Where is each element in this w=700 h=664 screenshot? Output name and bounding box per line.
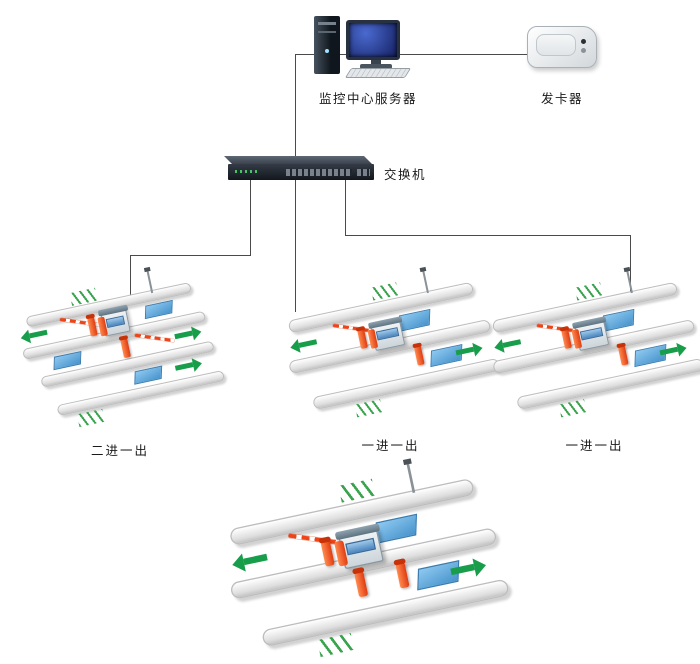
card-issuer-label: 发卡器: [540, 91, 583, 106]
station-3: 一进一出: [491, 269, 700, 453]
connection-line: [295, 54, 530, 55]
connection-line: [130, 255, 251, 256]
station-2-label: 一进一出: [361, 438, 420, 453]
loop-detector: [398, 308, 431, 332]
led-indicator: [581, 39, 586, 44]
connection-line: [295, 54, 296, 158]
led-indicator: [235, 170, 257, 173]
station-3-label: 一进一出: [565, 438, 624, 453]
keyboard-icon: [344, 68, 412, 78]
ticket-machine: [354, 570, 369, 598]
uplink-ports: [357, 169, 370, 176]
entry-arrow: [502, 339, 522, 348]
ticket-machine: [395, 562, 410, 589]
station-1-label: 二进一出: [90, 443, 149, 458]
server-label: 监控中心服务器: [318, 91, 417, 106]
server-icon: [312, 12, 416, 82]
camera-pole-icon: [406, 461, 416, 493]
switch-icon: [224, 156, 378, 182]
station-2: 一进一出: [287, 269, 501, 453]
ground-sensor-icon: [558, 399, 587, 418]
ground-sensor-icon: [354, 399, 383, 418]
connection-line: [250, 180, 251, 256]
ground-sensor-icon: [76, 408, 105, 428]
camera-pole-icon: [146, 269, 154, 294]
ticket-machine: [617, 345, 629, 366]
entry-arrow: [298, 339, 318, 348]
ethernet-ports: [286, 169, 352, 176]
loop-detector: [602, 308, 635, 332]
loop-detector: [53, 350, 82, 371]
loop-detector: [430, 343, 463, 368]
switch-label: 交换机: [384, 167, 427, 182]
server-monitor-icon: [346, 20, 406, 76]
connection-line: [130, 255, 131, 303]
connection-line: [345, 235, 631, 236]
loop-detector: [144, 299, 173, 320]
road-island: [312, 357, 501, 411]
road-island: [261, 578, 510, 648]
barrier-arm: [134, 333, 175, 343]
camera-pole-icon: [421, 269, 429, 294]
loop-detector: [134, 365, 163, 385]
entry-arrow: [28, 329, 48, 339]
loop-detector: [417, 559, 460, 591]
exit-arrow: [174, 362, 194, 371]
entry-arrow: [243, 553, 268, 566]
card-issuer-icon: [527, 26, 597, 68]
connection-line: [295, 180, 296, 312]
loop-detector: [634, 343, 667, 368]
exit-arrow: [174, 330, 193, 340]
ticket-machine: [413, 345, 425, 366]
monitor-screen: [346, 20, 400, 60]
ticket-machine: [87, 316, 98, 337]
ground-sensor-icon: [317, 633, 355, 657]
connection-line: [630, 235, 631, 303]
ticket-machine: [120, 338, 132, 359]
loop-detector: [374, 513, 418, 545]
station-1: 二进一出: [22, 269, 226, 458]
server-tower-icon: [314, 16, 340, 74]
road-island: [516, 357, 700, 411]
connection-line: [345, 180, 346, 236]
station-4: [228, 461, 510, 657]
